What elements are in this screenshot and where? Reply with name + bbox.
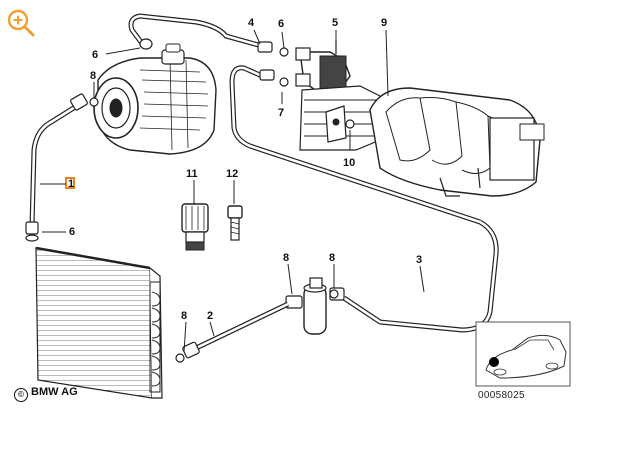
callout-1: 1 [68, 178, 74, 190]
copyright-text: BMW AG [31, 386, 78, 398]
vehicle-thumbnail [475, 321, 571, 387]
zoom-in-button[interactable] [4, 6, 38, 40]
callout-2: 2 [207, 310, 213, 322]
callout-10: 10 [343, 157, 355, 169]
compressor [89, 43, 217, 155]
document-id: 00058025 [478, 390, 525, 401]
callout-8-pipe2: 8 [181, 310, 187, 322]
bracket [325, 105, 355, 143]
pipe-3-upper [229, 65, 481, 225]
callout-9: 9 [381, 17, 387, 29]
callout-6-top: 6 [278, 18, 284, 30]
callout-6-lower: 6 [69, 226, 75, 238]
callout-5: 5 [332, 17, 338, 29]
condenser [35, 246, 163, 399]
callout-4: 4 [248, 17, 255, 29]
callout-6-upper: 6 [92, 49, 98, 61]
zoom-in-icon [7, 9, 35, 37]
pipe-3 [342, 219, 499, 333]
pipe-2 [175, 301, 290, 363]
callout-11: 11 [186, 168, 198, 180]
callout-12: 12 [226, 168, 238, 180]
pipe-1 [25, 93, 88, 242]
evaporator [299, 85, 545, 197]
callout-8-dryer-right: 8 [329, 252, 335, 264]
callout-7: 7 [278, 107, 284, 119]
copyright-icon: © [14, 388, 28, 402]
bolt [227, 205, 243, 241]
callout-8-compressor: 8 [90, 70, 96, 82]
expansion-valve [295, 40, 351, 93]
copyright-notice: ©BMW AG [14, 386, 78, 402]
pipe-4 [128, 13, 289, 57]
receiver-dryer [285, 277, 345, 335]
pressure-switch [181, 203, 209, 251]
callout-8-dryer-left: 8 [283, 252, 289, 264]
callout-3: 3 [416, 254, 422, 266]
pipe-1-highlight-box [65, 177, 75, 189]
